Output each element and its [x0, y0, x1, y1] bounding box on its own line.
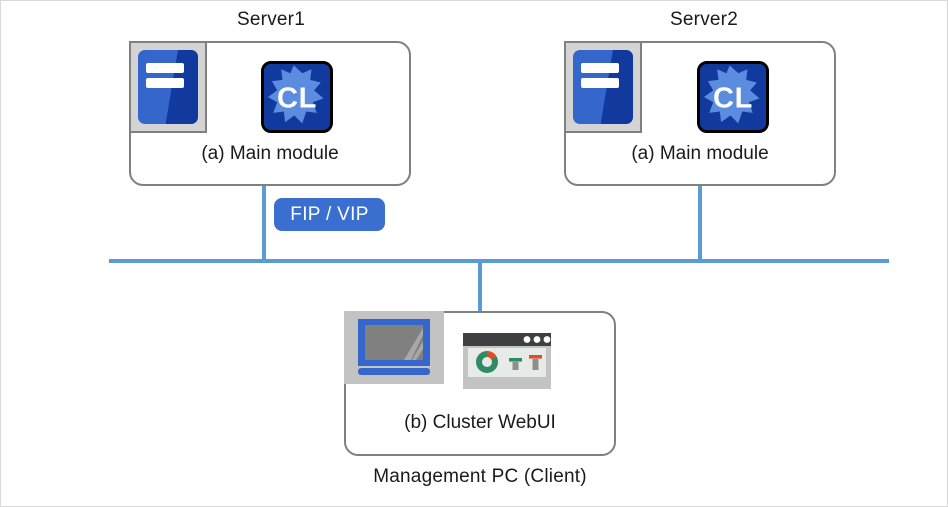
server2-module-label: (a) Main module	[631, 143, 769, 164]
server-chassis	[138, 50, 198, 124]
server1-module-label: (a) Main module	[201, 143, 339, 164]
fip-vip-badge: FIP / VIP	[274, 198, 385, 231]
svg-text:CL: CL	[277, 83, 317, 115]
management-pc-drop-line	[478, 259, 482, 314]
network-bus-line	[109, 259, 889, 263]
server1-server-machine-icon	[129, 41, 207, 133]
server1-cl-app-icon: CL	[261, 61, 333, 133]
server-slot-1	[145, 63, 185, 73]
bar-indicator-2	[529, 355, 542, 370]
server-slot-2	[145, 78, 185, 88]
server-slot-2	[580, 78, 620, 88]
laptop-computer-icon	[344, 311, 444, 384]
server2-server-machine-icon	[564, 41, 642, 133]
browser-window-icon	[461, 331, 553, 393]
management-pc-module-label: (b) Cluster WebUI	[404, 412, 556, 433]
bar-indicator-1	[509, 358, 522, 370]
server2-network-drop-line	[698, 186, 702, 262]
management-pc-title: Management PC (Client)	[373, 466, 587, 487]
server-slot-1	[580, 63, 620, 73]
server2-cl-app-icon: CL	[697, 61, 769, 133]
server-chassis	[573, 50, 633, 124]
server2-title: Server2	[670, 9, 738, 30]
donut-chart	[476, 351, 498, 373]
server1-title: Server1	[237, 9, 305, 30]
server1-network-drop-line	[262, 186, 266, 262]
svg-text:CL: CL	[713, 83, 753, 115]
